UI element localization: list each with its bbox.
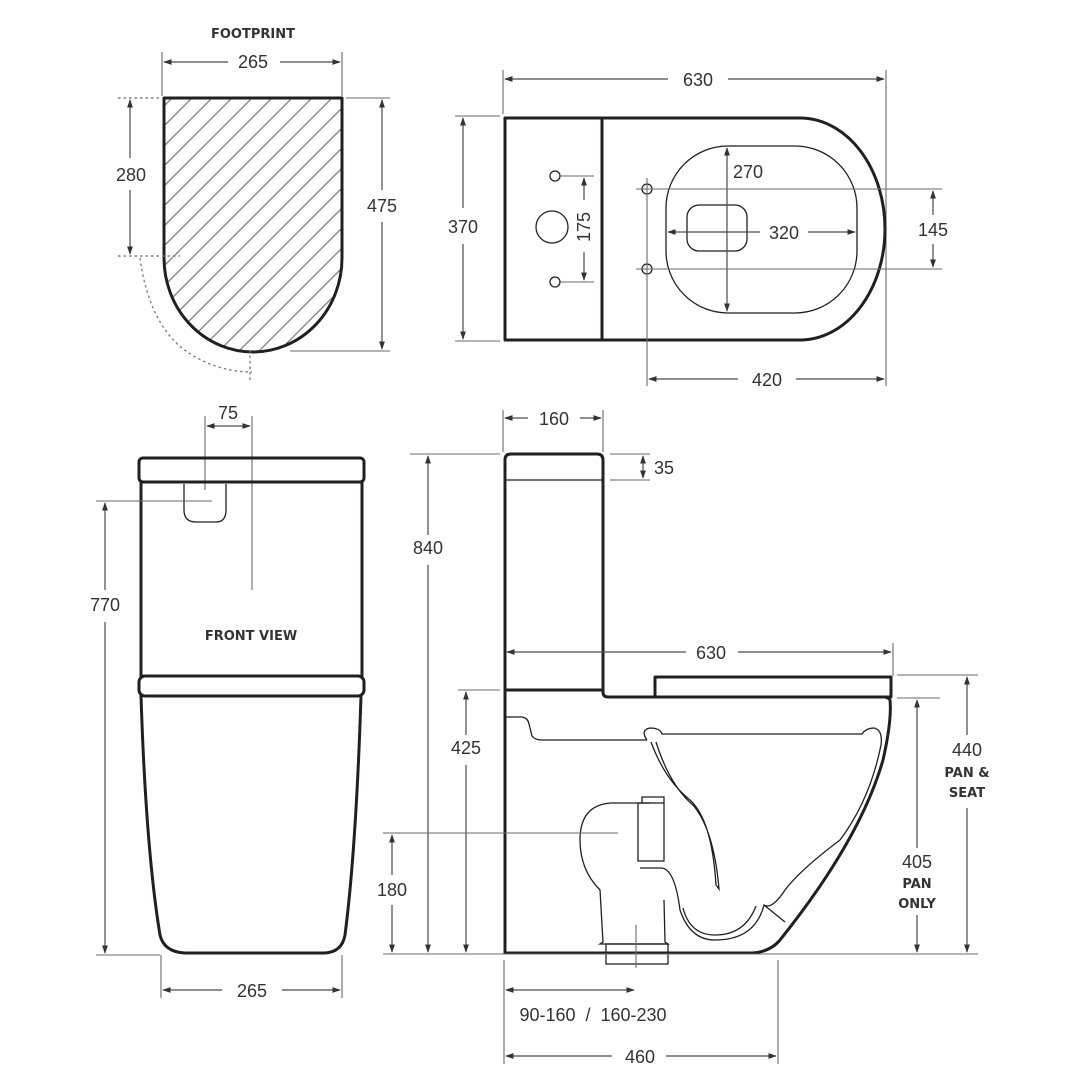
seat-opening-length-label: 320: [769, 223, 799, 243]
waste-height-label: 180: [377, 880, 407, 900]
plan-outline: [503, 116, 887, 342]
footprint-outline: [162, 96, 344, 354]
pan-only-caption: PAN: [902, 877, 931, 892]
plan-width-label: 370: [448, 217, 478, 237]
cistern-hole-spacing-label: 175: [574, 212, 594, 242]
pan-seat-caption-2: SEAT: [949, 786, 985, 801]
front-base-width-label: 265: [237, 981, 267, 1001]
footprint-total-depth-label: 475: [367, 196, 397, 216]
plan-view: 630 370 175 270 320: [448, 70, 948, 390]
side-view: 160 35 840 630: [377, 409, 990, 1067]
bowl-opening: [665, 145, 858, 314]
pan-collar: [137, 674, 366, 698]
footprint-width-label: 265: [238, 52, 268, 72]
button-offset-label: 75: [218, 403, 238, 423]
front-view: 75 770 FRONT VIEW 265: [90, 403, 366, 1001]
front-view-title: FRONT VIEW: [205, 629, 297, 644]
side-cistern-outline: [503, 452, 892, 699]
pan-top-height-label: 425: [451, 738, 481, 758]
footprint-title: FOOTPRINT: [211, 27, 295, 42]
flush-button-icon: [183, 484, 227, 523]
toilet-seat: [653, 675, 893, 699]
pan-only-height-label: 405: [902, 852, 932, 872]
pan-outline: [139, 694, 363, 955]
footprint-straight-depth-label: 280: [116, 165, 146, 185]
side-pan-outline: [503, 688, 892, 955]
footprint-view: FOOTPRINT 265: [116, 27, 397, 380]
fixing-to-front-label: 420: [752, 370, 782, 390]
cistern-lid: [137, 456, 366, 484]
lid-height-label: 35: [654, 458, 674, 478]
overall-height-label: 840: [413, 538, 443, 558]
pan-seat-caption: PAN &: [944, 766, 989, 781]
base-length-label: 460: [625, 1047, 655, 1067]
pan-seat-height-label: 440: [952, 740, 982, 760]
cistern-depth-label: 160: [539, 409, 569, 429]
setout-range-label: 90-160 / 160-230: [519, 1005, 666, 1025]
seat-fixing-spacing-label: 145: [918, 220, 948, 240]
side-length-label: 630: [696, 643, 726, 663]
outlet-shape: [686, 204, 748, 252]
pan-only-caption-2: ONLY: [898, 897, 936, 912]
plan-length-label: 630: [683, 70, 713, 90]
seat-opening-depth-label: 270: [733, 162, 763, 182]
button-height-label: 770: [90, 595, 120, 615]
flush-hole-icon: [535, 210, 569, 244]
